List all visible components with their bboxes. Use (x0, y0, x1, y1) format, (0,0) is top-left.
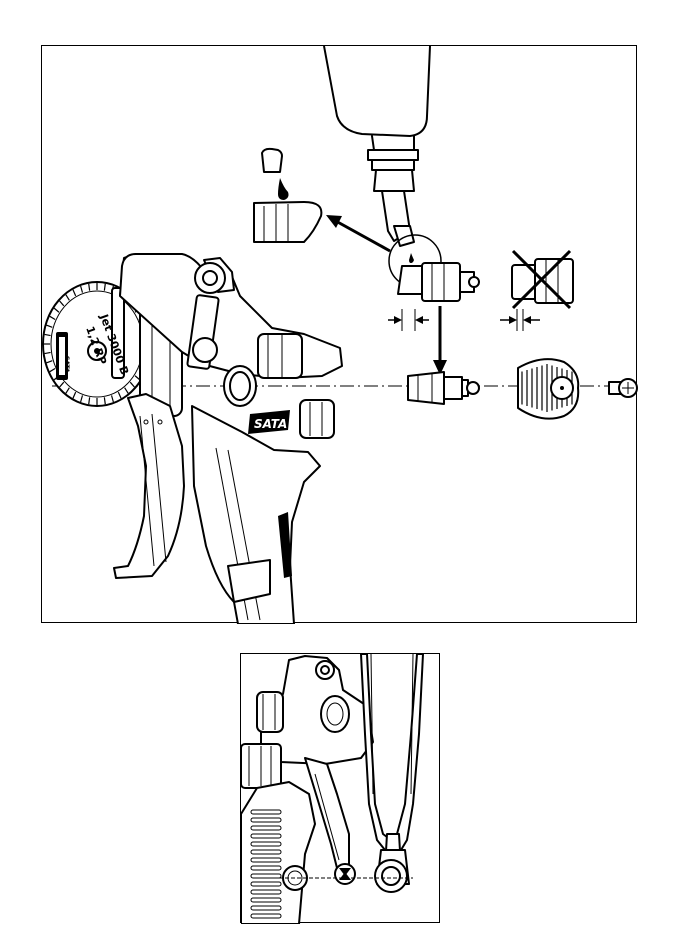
grip-rib (251, 866, 281, 870)
grip-rib (251, 882, 281, 886)
grip-rib (251, 890, 281, 894)
nozzle-incorrect-view (512, 251, 573, 308)
magnified-nozzle-detail (254, 149, 321, 242)
main-illustration-frame: Jet 3000 B 1,2 RP SATA SATA (41, 45, 637, 623)
grip-rib (251, 810, 281, 814)
grip-rib (251, 858, 281, 862)
grip-rib (251, 850, 281, 854)
secondary-illustration-frame (240, 653, 440, 923)
paint-nozzle (408, 372, 479, 404)
nozzle-correct-view (398, 253, 479, 301)
air-cap-ring (518, 359, 578, 419)
screw (609, 379, 637, 397)
spray-gun-exploded-diagram: Jet 3000 B 1,2 RP SATA SATA (42, 46, 638, 624)
grip-rib (251, 914, 281, 918)
detail-arrow-line (334, 220, 390, 251)
grip-rib (251, 834, 281, 838)
grip-rib (251, 906, 281, 910)
grip-rib (251, 898, 281, 902)
grip-rib (251, 842, 281, 846)
nozzle-label: SATA (63, 356, 70, 373)
brand-logo: SATA (254, 417, 287, 431)
spray-gun (43, 254, 342, 624)
grip-rib (251, 826, 281, 830)
grip-rib (251, 818, 281, 822)
grip-rib (251, 874, 281, 878)
gun-with-clamp-diagram (241, 654, 441, 924)
dimension-indicators (388, 309, 540, 331)
